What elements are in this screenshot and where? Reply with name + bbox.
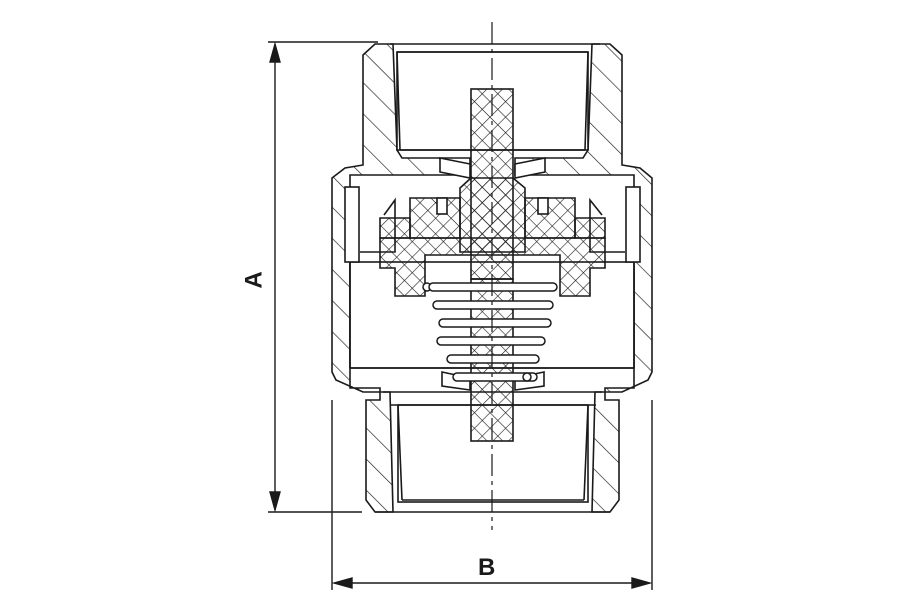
dimension-b <box>331 400 653 590</box>
dimension-a-label: A <box>240 271 268 289</box>
dimension-b-label: B <box>478 554 496 581</box>
spring <box>422 282 558 382</box>
dimension-a <box>268 41 378 513</box>
